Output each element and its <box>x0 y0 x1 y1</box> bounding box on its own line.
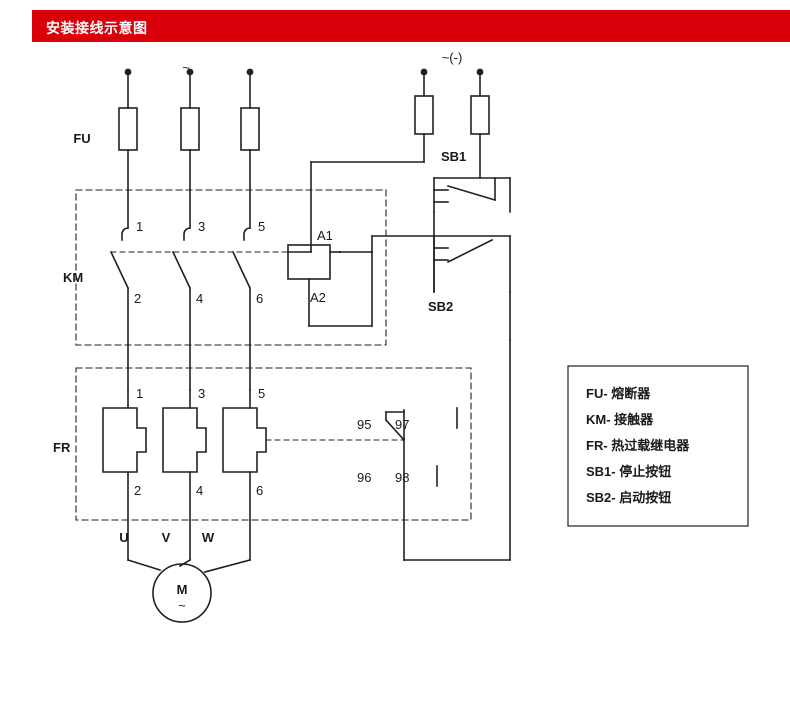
fr-term-6: 6 <box>256 483 263 498</box>
motor-lead-u <box>126 558 162 572</box>
legend-box <box>567 365 749 527</box>
fr-heater-1 <box>102 407 147 473</box>
legend-item-fu: FU- 熔断器 <box>586 386 651 401</box>
fr-term-2: 2 <box>134 483 141 498</box>
label-control-mark: ~(-) <box>442 50 463 65</box>
km-group-box <box>75 189 387 346</box>
phase-u: U <box>119 530 128 545</box>
km-term-6: 6 <box>256 291 263 306</box>
fuse-l3 <box>240 107 260 151</box>
km-term-3: 3 <box>198 219 205 234</box>
fr-aux-lever <box>384 418 406 442</box>
fr-aux-95: 95 <box>357 417 371 432</box>
label-phase-mark: ~ <box>182 60 190 75</box>
fr-term-4: 4 <box>196 483 203 498</box>
fr-group-box <box>75 367 472 521</box>
km-term-5: 5 <box>258 219 265 234</box>
phase-v: V <box>162 530 171 545</box>
fuse-ctrl-a <box>414 95 434 135</box>
km-term-1: 1 <box>136 219 143 234</box>
km-contact-hook-3 <box>243 227 251 241</box>
page-title: 安装接线示意图 <box>46 20 148 36</box>
fr-aux-98: 98 <box>395 470 409 485</box>
km-term-2: 2 <box>134 291 141 306</box>
sb1-lever <box>447 185 496 201</box>
legend-item-sb2: SB2- 启动按钮 <box>586 490 671 505</box>
fr-aux-96: 96 <box>357 470 371 485</box>
motor-lead-v <box>178 558 192 568</box>
fr-aux-97: 97 <box>395 417 409 432</box>
phase-w: W <box>202 530 215 545</box>
km-blade-1 <box>109 250 130 290</box>
fr-term-3: 3 <box>198 386 205 401</box>
fuse-l2 <box>180 107 200 151</box>
label-km: KM <box>63 270 83 285</box>
label-sb1: SB1 <box>441 149 466 164</box>
km-term-4: 4 <box>196 291 203 306</box>
label-a1: A1 <box>317 228 333 243</box>
km-blade-2 <box>171 250 192 290</box>
legend-item-km: KM- 接触器 <box>586 412 654 427</box>
km-contact-hook-2 <box>183 227 191 241</box>
motor-symbol <box>152 563 212 623</box>
motor-sub: ~ <box>178 598 186 613</box>
header-bar <box>32 10 790 42</box>
label-fu: FU <box>73 131 90 146</box>
legend-item-sb1: SB1- 停止按钮 <box>586 464 671 479</box>
label-sb2: SB2 <box>428 299 453 314</box>
fr-term-1: 1 <box>136 386 143 401</box>
legend-item-fr: FR- 热过载继电器 <box>586 438 690 453</box>
label-fr: FR <box>53 440 71 455</box>
motor-label: M <box>177 582 188 597</box>
fr-heater-3 <box>222 407 267 473</box>
fr-term-5: 5 <box>258 386 265 401</box>
fr-heater-2 <box>162 407 207 473</box>
fuse-ctrl-b <box>470 95 490 135</box>
km-coil <box>287 244 331 280</box>
motor-lead-w <box>204 559 251 573</box>
km-contact-hook-1 <box>121 227 129 241</box>
fuse-l1 <box>118 107 138 151</box>
label-a2: A2 <box>310 290 326 305</box>
km-blade-3 <box>231 250 252 290</box>
sb2-lever <box>446 238 494 264</box>
